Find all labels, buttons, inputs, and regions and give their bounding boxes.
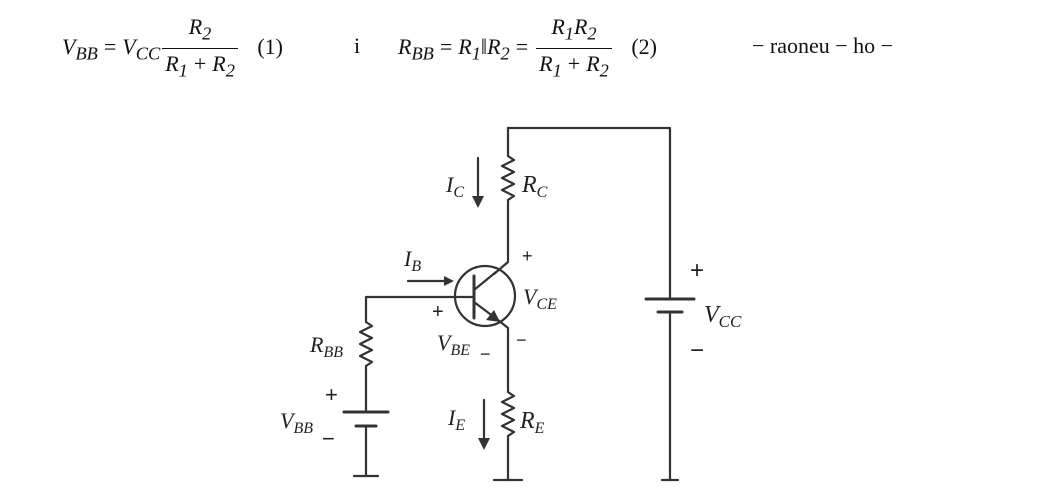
label-vce: VCE bbox=[523, 284, 557, 313]
resistor-rc bbox=[500, 154, 516, 202]
wire-collector-bottom bbox=[492, 198, 510, 276]
label-vbe: VBE bbox=[437, 330, 470, 359]
label-re: RE bbox=[519, 408, 545, 437]
sign-vbb-minus: − bbox=[322, 426, 335, 451]
sign-vbe-plus: + bbox=[432, 301, 444, 323]
label-vcc: VCC bbox=[704, 302, 742, 331]
transistor-collector-lead bbox=[472, 270, 498, 292]
arrow-ib-head bbox=[444, 276, 454, 286]
label-ib: IB bbox=[403, 246, 421, 275]
eq2-lhs: RBB bbox=[398, 33, 434, 64]
wire-base bbox=[364, 295, 476, 324]
sign-vcc-minus: − bbox=[690, 337, 704, 364]
label-rbb: RBB bbox=[309, 332, 343, 361]
connector-text: i bbox=[354, 33, 361, 58]
transistor-emitter-arrowhead bbox=[486, 310, 500, 322]
sign-vce-plus: + bbox=[522, 246, 533, 266]
arrow-ic-head bbox=[472, 196, 484, 208]
wire-emitter bbox=[496, 318, 510, 394]
sign-vbb-plus: + bbox=[325, 382, 338, 407]
sign-vce-minus: − bbox=[516, 330, 527, 350]
label-vbb: VBB bbox=[280, 408, 313, 437]
label-ie: IE bbox=[447, 405, 465, 434]
trailing-text: − raoneu − ho − bbox=[752, 33, 894, 58]
eq2-number: (2) bbox=[631, 33, 657, 59]
eq1-number: (1) bbox=[257, 33, 284, 59]
resistor-rbb bbox=[358, 320, 374, 368]
sign-vbe-minus: − bbox=[480, 344, 491, 364]
label-rc: RC bbox=[521, 172, 548, 201]
arrow-ie-head bbox=[478, 438, 490, 450]
eq1-lhs: VBB bbox=[62, 33, 98, 64]
wire-top-rail bbox=[506, 126, 672, 300]
sign-vcc-plus: + bbox=[690, 257, 704, 284]
eq2-parallel-expr: R1‖R2 bbox=[458, 33, 510, 64]
label-ic: IC bbox=[445, 172, 464, 201]
resistor-re bbox=[500, 390, 516, 438]
eq1-vcc: VCC bbox=[122, 33, 161, 64]
